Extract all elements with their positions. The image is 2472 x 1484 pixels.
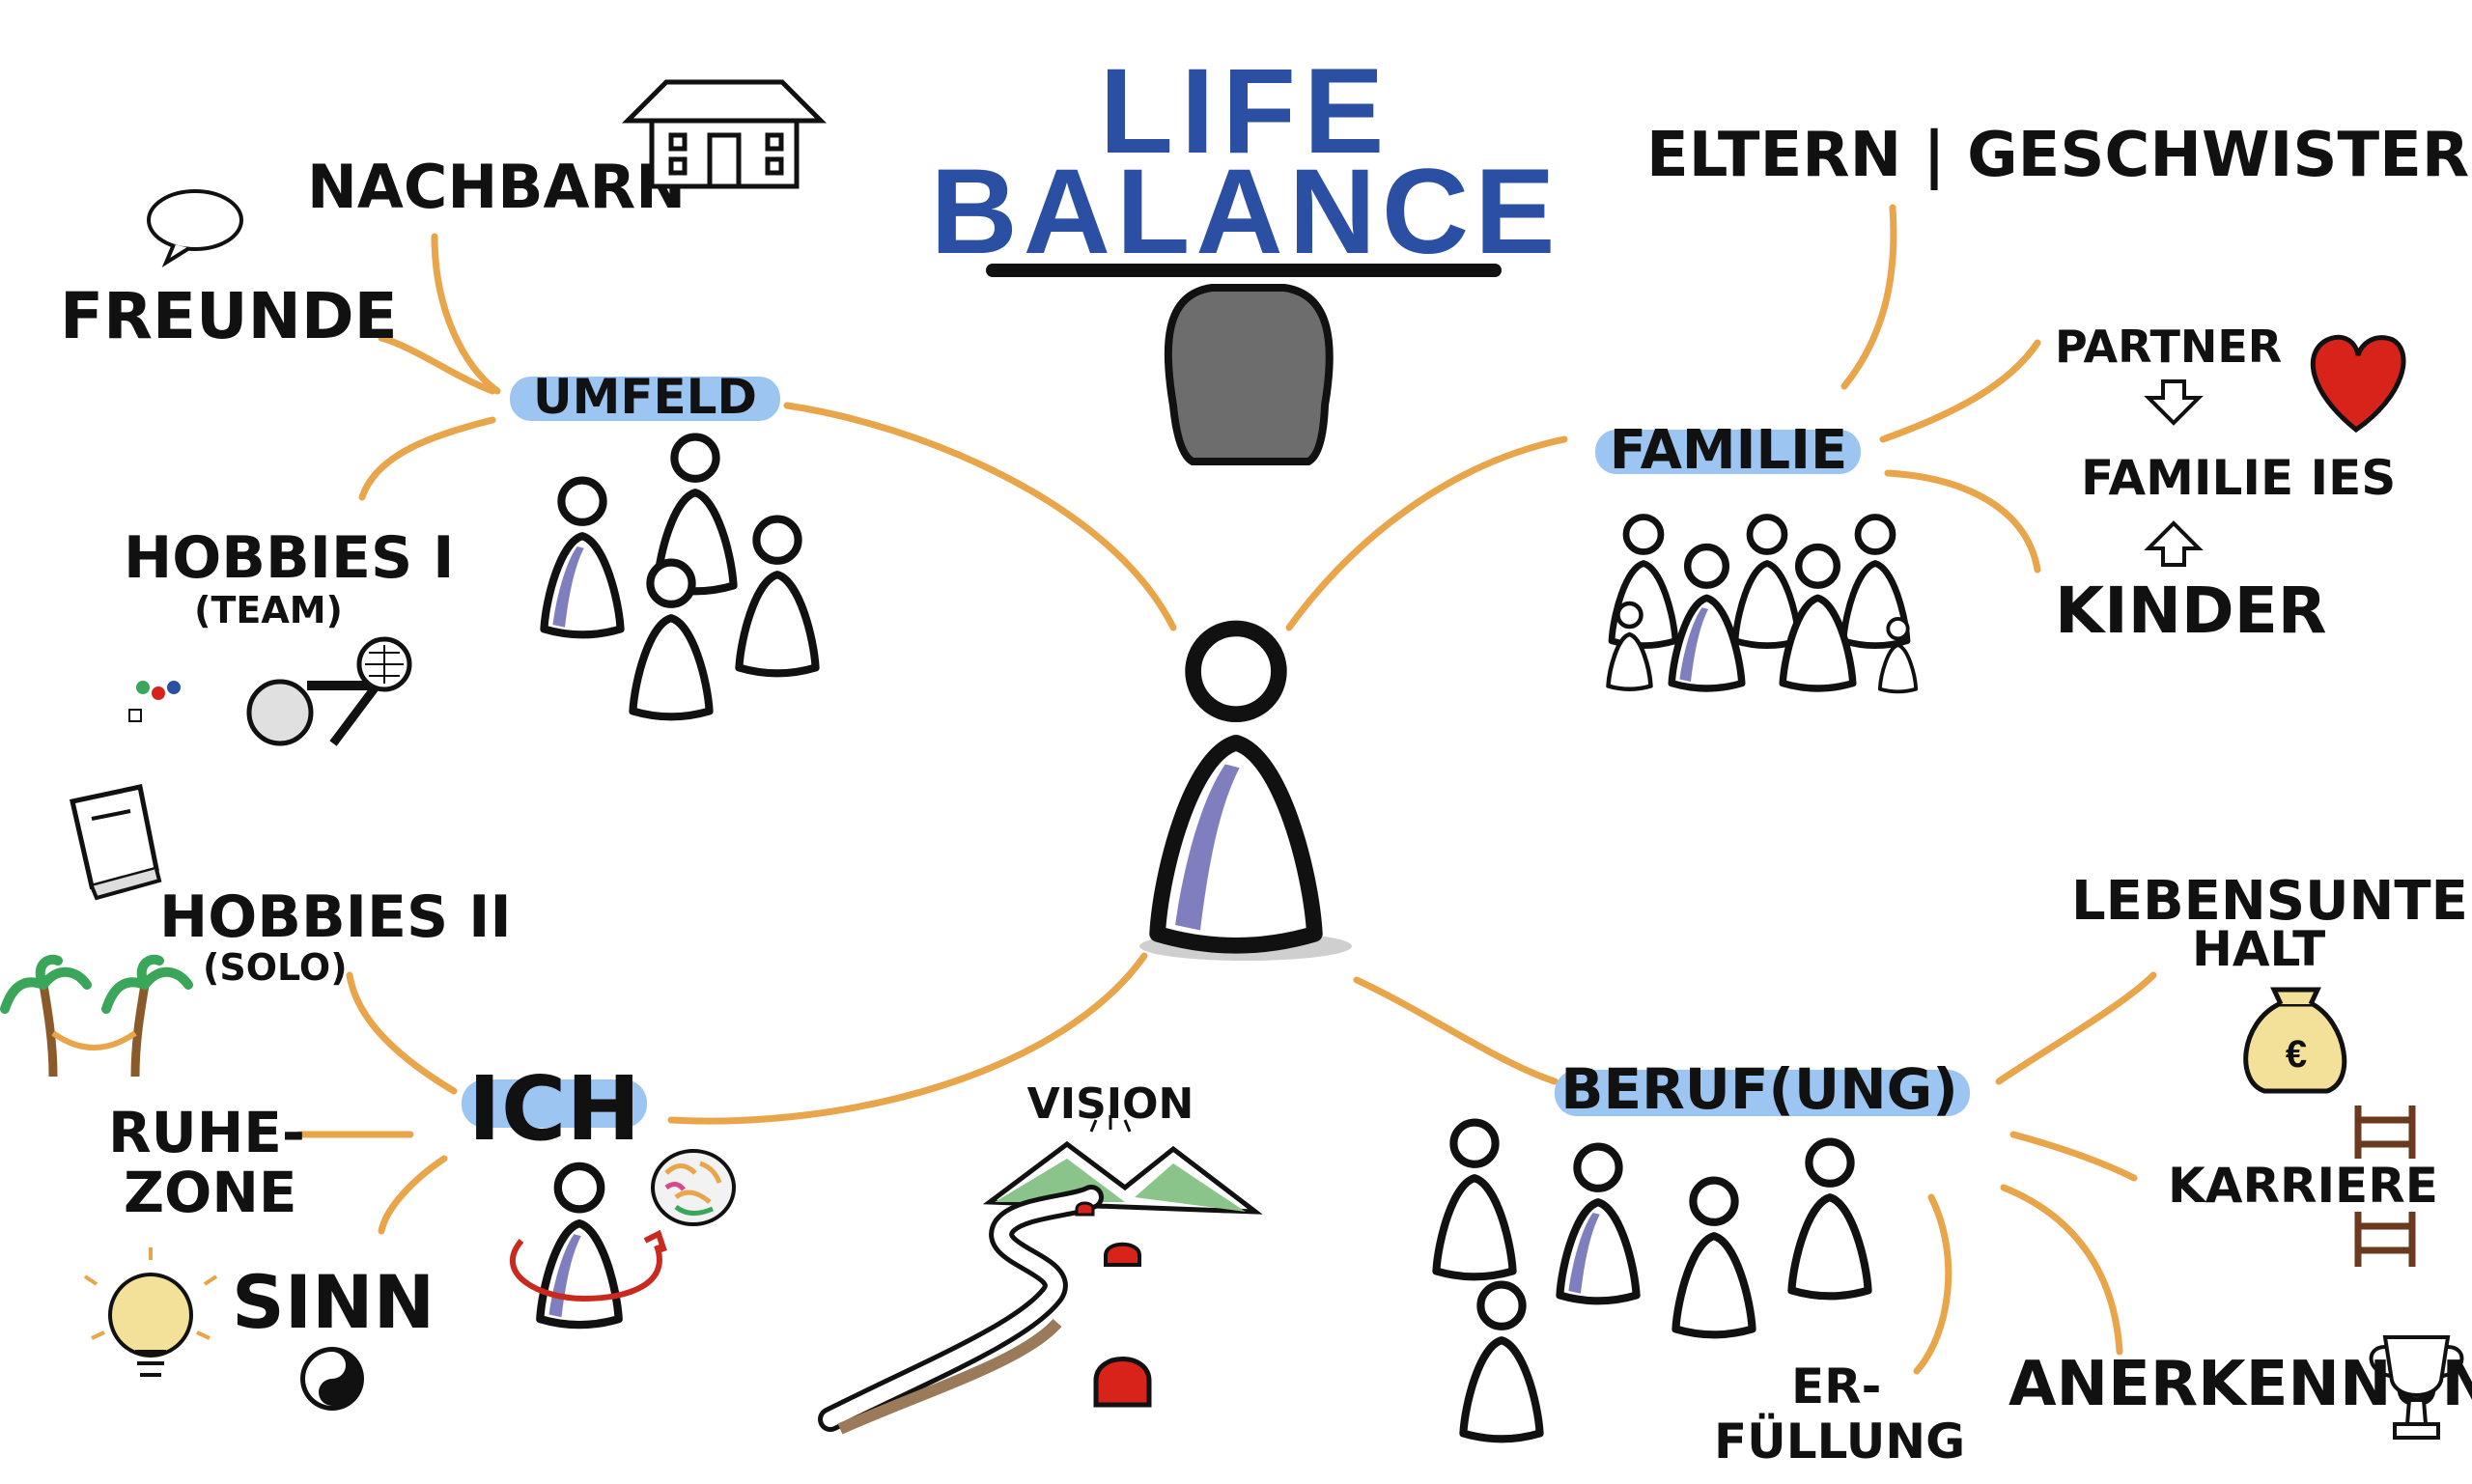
center-person bbox=[1139, 629, 1352, 961]
speech-bubble-icon bbox=[147, 189, 243, 268]
money-bag-icon: € bbox=[2243, 987, 2347, 1094]
ich-branch: ICH HOBBIES II (SOLO) RUHE- ZONE bbox=[0, 784, 736, 1411]
hobbies-solo-label: HOBBIES II bbox=[159, 883, 512, 951]
ladder-icon bbox=[2354, 1106, 2416, 1267]
house-icon bbox=[621, 79, 828, 189]
lightbulb-icon bbox=[83, 1247, 218, 1377]
mountain-road-icon bbox=[818, 1115, 1263, 1435]
nachbarn-label: NACHBARN bbox=[307, 152, 686, 222]
hobbies-team-sub: (TEAM) bbox=[194, 589, 343, 631]
connectors bbox=[295, 204, 2157, 1375]
umfeld-label: UMFELD bbox=[533, 369, 757, 425]
title-block: LIFE BALANCE bbox=[930, 44, 1560, 465]
svg-text:€: € bbox=[2286, 1033, 2307, 1076]
board-game-icon bbox=[128, 681, 181, 722]
ich-highlight bbox=[462, 1079, 647, 1128]
karriere-label: KARRIERE bbox=[2168, 1158, 2438, 1214]
ich-person bbox=[509, 1166, 667, 1325]
heart-icon bbox=[2310, 334, 2406, 434]
partner-label: PARTNER bbox=[2055, 321, 2282, 373]
vision-branch: VISION bbox=[818, 1079, 1263, 1435]
beruf-label: BERUF(UNG) bbox=[1560, 1056, 1957, 1122]
lebensunterhalt-label-2: HALT bbox=[2192, 921, 2325, 977]
familie-highlight bbox=[1595, 430, 1861, 474]
umfeld-highlight bbox=[510, 377, 780, 421]
arrow-up-icon bbox=[2144, 520, 2204, 567]
freunde-label: FREUNDE bbox=[60, 279, 398, 353]
umfeld-people bbox=[544, 437, 815, 717]
hobbies-solo-sub: (SOLO) bbox=[203, 946, 348, 989]
yin-yang-icon bbox=[300, 1347, 364, 1411]
familie-branch: FAMILIE ELTERN | GESCHWISTER PARTNER FAM… bbox=[1595, 120, 2469, 691]
kinder-label: KINDER bbox=[2055, 574, 2327, 648]
erfuellung-label-2: FÜLLUNG bbox=[1714, 1413, 1965, 1470]
familie-people bbox=[1609, 518, 1917, 692]
umfeld-branch: UMFELD NACHBARN FREUNDE HOBBIES I (TEAM) bbox=[60, 79, 828, 746]
sport-equipment-icon bbox=[246, 636, 412, 746]
ruhezone-label-2: ZONE bbox=[124, 1160, 297, 1225]
trophy-icon bbox=[2369, 1335, 2464, 1440]
sinn-label: SINN bbox=[232, 1259, 435, 1345]
erfuellung-label-1: ER- bbox=[1791, 1358, 1881, 1414]
title-line-1: LIFE bbox=[1100, 44, 1392, 179]
title-line-2: BALANCE bbox=[930, 145, 1560, 279]
ruhezone-label-1: RUHE- bbox=[108, 1100, 305, 1165]
arrow-down-icon bbox=[2144, 379, 2204, 426]
familie-ies-label: FAMILIE IES bbox=[2081, 450, 2396, 506]
hobbies-team-label: HOBBIES I bbox=[124, 524, 454, 592]
balance-scale-icon bbox=[986, 264, 1502, 465]
eltern-geschwister-label: ELTERN | GESCHWISTER bbox=[1646, 120, 2469, 191]
beruf-branch: BERUF(UNG) LEBENSUNTER- HALT € KARRIERE … bbox=[1436, 870, 2472, 1470]
brain-icon bbox=[651, 1149, 736, 1226]
palm-hammock-icon bbox=[0, 954, 193, 1078]
ich-label: ICH bbox=[468, 1057, 641, 1161]
familie-label: FAMILIE bbox=[1610, 419, 1848, 482]
beruf-highlight bbox=[1555, 1070, 1970, 1116]
lebensunterhalt-label-1: LEBENSUNTER- bbox=[2071, 870, 2472, 933]
book-icon bbox=[70, 784, 162, 901]
